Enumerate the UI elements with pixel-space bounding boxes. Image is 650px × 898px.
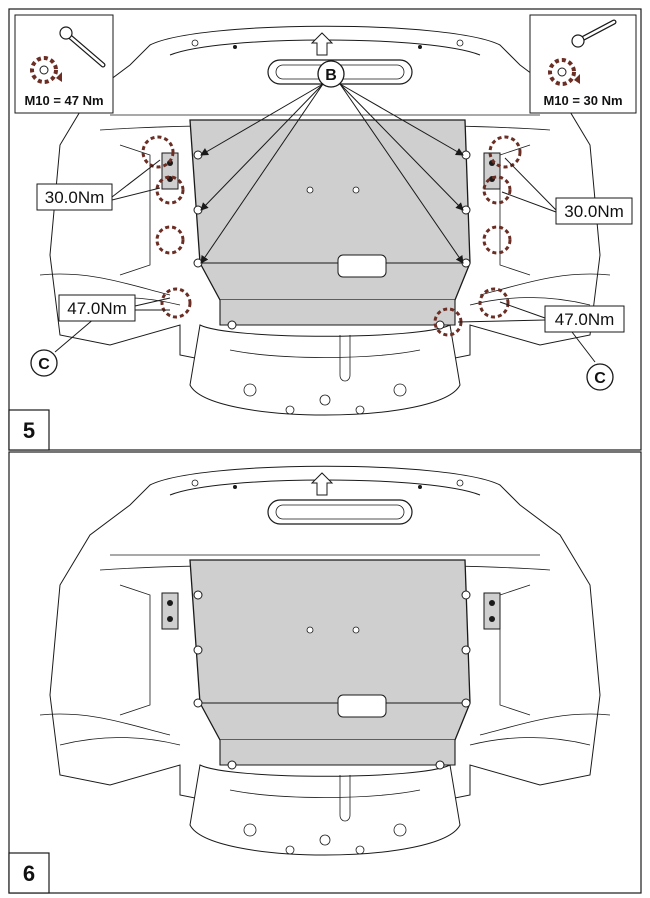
svg-text:47.0Nm: 47.0Nm <box>555 310 615 329</box>
svg-text:B: B <box>325 67 337 84</box>
svg-text:6: 6 <box>23 861 35 886</box>
svg-text:M10 = 47 Nm: M10 = 47 Nm <box>24 93 103 108</box>
svg-text:C: C <box>594 370 606 387</box>
svg-text:47.0Nm: 47.0Nm <box>67 299 127 318</box>
svg-text:30.0Nm: 30.0Nm <box>45 188 105 207</box>
callout-c-right: C <box>586 363 614 391</box>
svg-text:C: C <box>38 356 50 373</box>
callout-b: B <box>317 60 345 88</box>
panel-step-5: B 30.0Nm 30.0Nm 47.0Nm <box>8 8 642 451</box>
tool-spec-right: M10 = 30 Nm <box>529 14 637 114</box>
step-number-6: 6 <box>8 852 50 894</box>
torque-label-lower-left: 47.0Nm <box>58 294 136 322</box>
panel-step-6: 6 <box>8 451 642 894</box>
tool-spec-left: M10 = 47 Nm <box>14 14 114 114</box>
torque-label-lower-right: 47.0Nm <box>544 305 625 333</box>
torque-leaders <box>54 157 596 363</box>
torque-marks <box>141 135 522 337</box>
torque-label-upper-right: 30.0Nm <box>555 197 633 225</box>
ratchet-wrench-icon <box>59 26 106 68</box>
svg-text:M10 = 30 Nm: M10 = 30 Nm <box>543 93 622 108</box>
rotation-arrow-icon <box>548 58 580 86</box>
ratchet-wrench-icon <box>571 19 617 48</box>
rotation-arrow-icon <box>30 56 62 84</box>
svg-text:30.0Nm: 30.0Nm <box>564 202 624 221</box>
torque-label-upper-left: 30.0Nm <box>36 183 113 211</box>
callout-c-left: C <box>30 349 58 377</box>
callout-b-leaders <box>200 83 464 264</box>
step-number-5: 5 <box>8 409 50 451</box>
svg-text:5: 5 <box>23 418 35 443</box>
